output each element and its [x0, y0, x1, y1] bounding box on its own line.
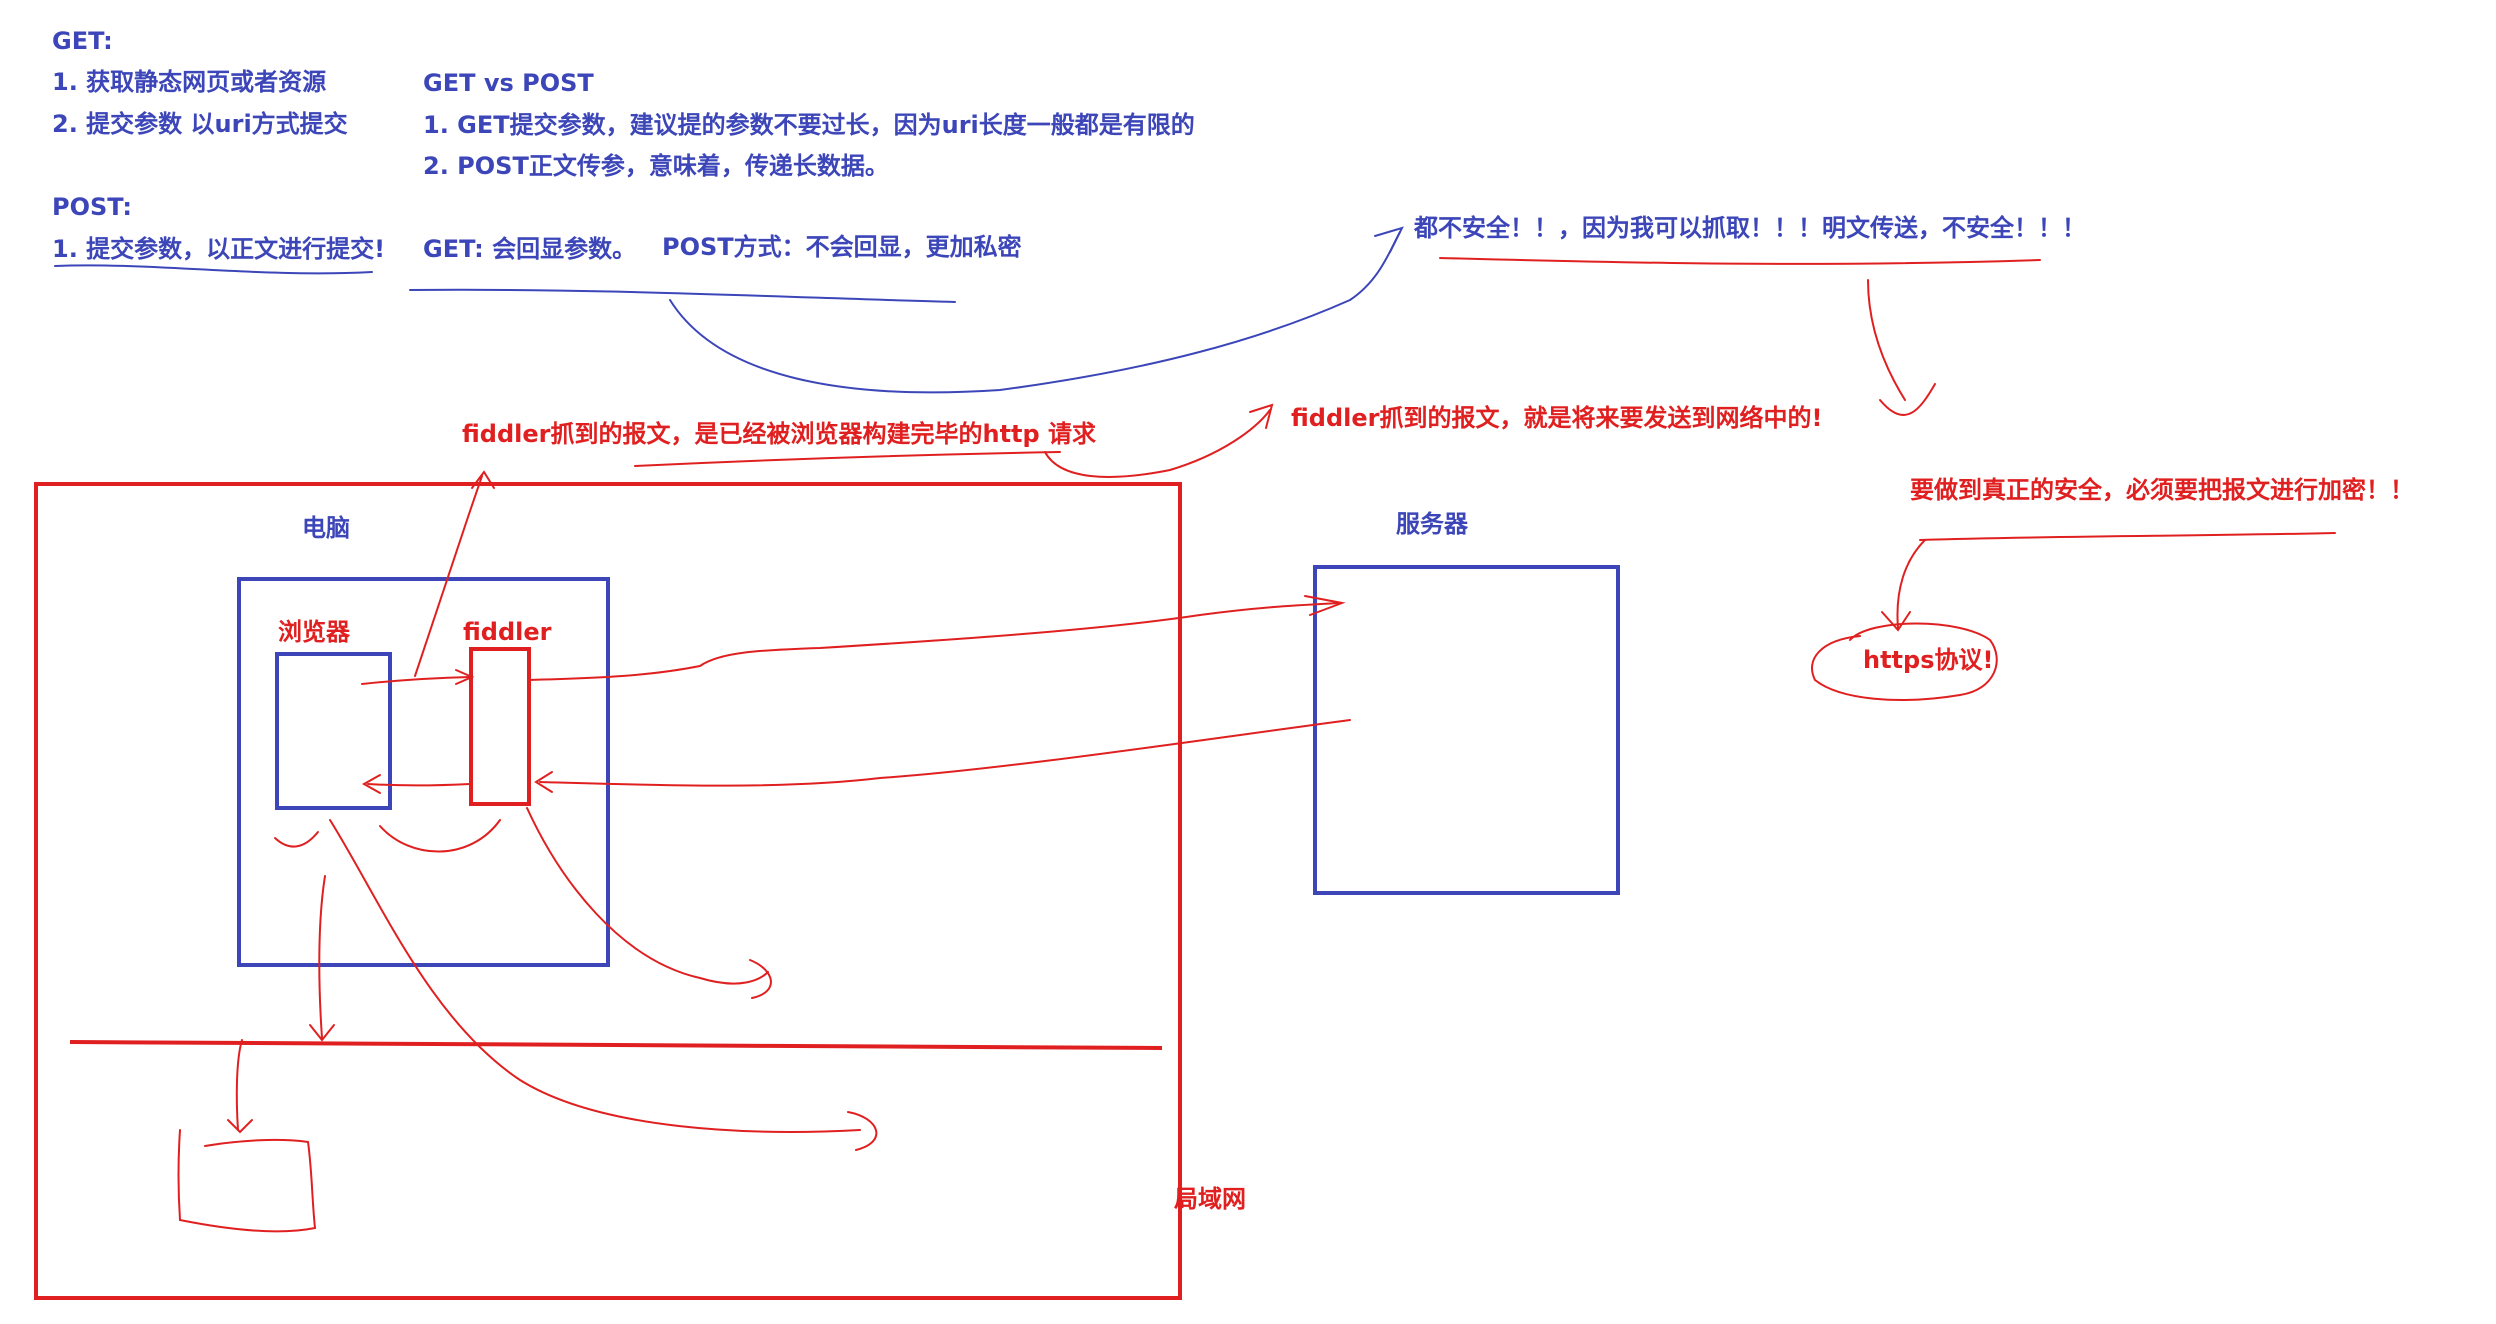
arrow-down-encrypt: [1867, 279, 1906, 401]
scribble-1: [274, 831, 319, 848]
arrowhead-f2b: [361, 774, 381, 794]
scribble-5b: [847, 1111, 878, 1151]
scribble-4b: [309, 1024, 335, 1042]
fiddler-built-underline: [634, 451, 1061, 467]
arrowhead-down: [1879, 383, 1936, 416]
encrypt-underline: [1919, 532, 2336, 541]
arrowhead-fiddler-send: [1249, 403, 1274, 429]
computer-label: 电脑: [302, 514, 350, 542]
lan-label: 局域网: [1174, 1185, 1246, 1213]
scribble-3: [526, 807, 769, 985]
get-item-2: 2. 提交参数 以uri方式提交: [52, 110, 348, 138]
browser-to-fiddler: [361, 676, 471, 685]
https-label: https协议!: [1863, 646, 1994, 674]
post-title: POST:: [52, 193, 132, 221]
comparison-underline: [409, 288, 956, 303]
insecure-underline: [1439, 257, 2041, 265]
post-echo-note: POST方式：不会回显，更加私密: [662, 233, 1022, 261]
fiddler-to-browser: [367, 783, 471, 787]
arrowhead-insecure: [1374, 226, 1404, 253]
scribble-6: [235, 1039, 243, 1131]
scribble-5: [329, 819, 861, 1133]
lan-divider: [69, 1040, 1163, 1050]
scribble-6b: [227, 1119, 253, 1134]
arrowhead-b2f: [455, 669, 475, 685]
get-echo-note: GET: 会回显参数。: [423, 235, 637, 263]
post-underline: [54, 264, 373, 275]
need-encrypt-note: 要做到真正的安全，必须要把报文进行加密！！: [1910, 476, 2414, 504]
fiddler-built-note: fiddler抓到的报文，是已经被浏览器构建完毕的http 请求: [462, 420, 1097, 448]
server-to-fiddler: [539, 719, 1351, 787]
encrypt-to-https: [1896, 539, 1926, 629]
arrowhead-note: [471, 470, 495, 489]
comparison-item-2: 2. POST正文传参，意味着，传递长数据。: [423, 152, 889, 180]
scribble-7: [177, 1129, 317, 1233]
post-item-1: 1. 提交参数，以正文进行提交!: [52, 235, 386, 263]
browser-label: 浏览器: [278, 618, 350, 646]
curve-to-fiddler-send: [1044, 409, 1271, 478]
curve-to-insecure: [669, 231, 1401, 394]
server-label: 服务器: [1396, 510, 1468, 538]
scribble-3b: [749, 959, 772, 999]
fiddler-label: fiddler: [463, 618, 552, 646]
server-box: [1313, 565, 1620, 895]
browser-box: [275, 652, 392, 810]
arrowhead-s2f: [534, 771, 553, 793]
scribble-4: [318, 875, 326, 1039]
fiddler-to-server: [527, 602, 1341, 681]
comparison-item-1: 1. GET提交参数，建议提的参数不要过长，因为uri长度一般都是有限的: [423, 111, 1195, 139]
arrowhead-https: [1881, 611, 1911, 632]
arrowhead-f2s: [1304, 595, 1346, 616]
fiddler-box: [469, 647, 531, 806]
get-item-1: 1. 获取静态网页或者资源: [52, 68, 327, 96]
fiddler-send-note: fiddler抓到的报文，就是将来要发送到网络中的!: [1291, 404, 1823, 432]
scribble-2: [379, 819, 501, 853]
comparison-title: GET vs POST: [423, 69, 594, 97]
computer-box: [237, 577, 610, 967]
fiddler-to-note: [414, 475, 483, 677]
insecure-note: 都不安全！！，因为我可以抓取！！！明文传送，不安全！！！: [1414, 214, 2086, 242]
https-ellipse: [1811, 622, 1998, 701]
get-title: GET:: [52, 27, 113, 55]
lan-box: [34, 482, 1182, 1300]
